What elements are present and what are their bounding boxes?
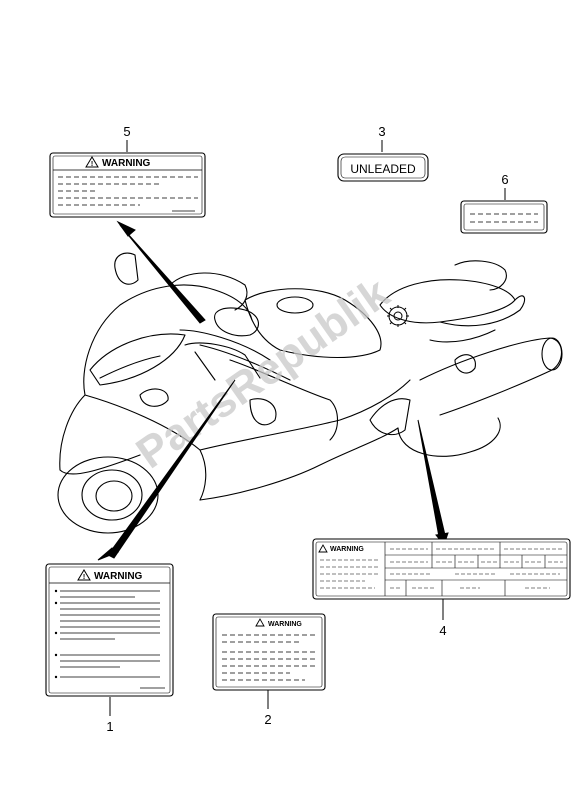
warning-text-1: WARNING [94, 571, 143, 582]
warning-triangle-icon [318, 544, 328, 553]
warning-label-5: ! WARNING [49, 152, 206, 218]
callout-4: 4 [439, 623, 446, 638]
callout-6: 6 [501, 172, 508, 187]
leader-lines [97, 140, 506, 716]
warning-text-4: WARNING [330, 546, 364, 553]
callout-5: 5 [123, 124, 130, 139]
label-6 [460, 200, 548, 234]
warning-triangle-icon: ! [85, 156, 99, 168]
warning-triangle-icon: ! [77, 569, 91, 581]
watermark: PartsRepublik [128, 268, 399, 478]
callout-3: 3 [378, 124, 385, 139]
callout-numbers: 5 3 6 1 2 4 [106, 124, 508, 734]
svg-text:!: ! [83, 574, 85, 581]
motorcycle-outline [57, 252, 563, 534]
warning-label-4: WARNING [312, 538, 571, 600]
warning-label-2: WARNING [212, 613, 326, 691]
warning-triangle-icon [255, 618, 265, 627]
callout-2: 2 [264, 712, 271, 727]
gear-icon [387, 305, 409, 327]
callout-1: 1 [106, 719, 113, 734]
warning-label-1: ! WARNING [45, 563, 174, 697]
svg-text:!: ! [91, 161, 93, 168]
warning-text-5: WARNING [102, 158, 151, 169]
unleaded-text: UNLEADED [350, 162, 416, 176]
unleaded-label-3: UNLEADED [337, 153, 429, 182]
warning-text-2: WARNING [268, 621, 302, 628]
